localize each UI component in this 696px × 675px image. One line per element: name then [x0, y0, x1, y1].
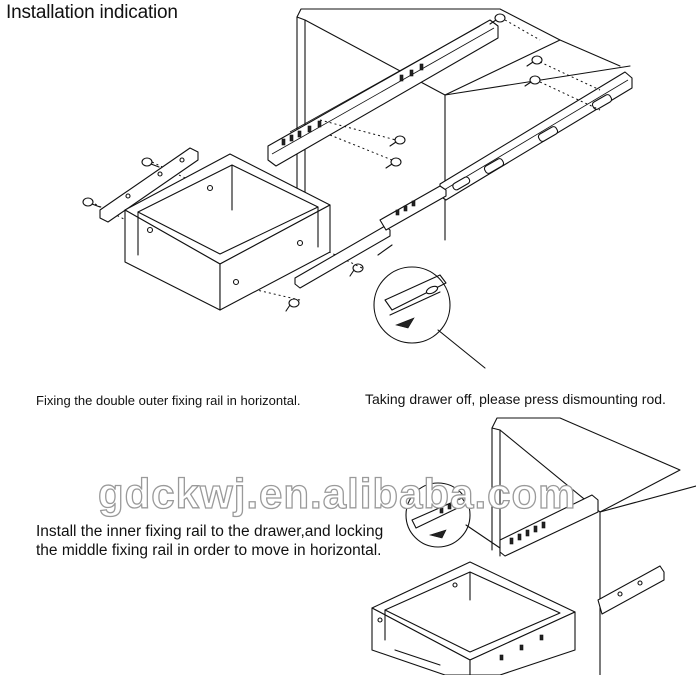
caption-install-inner-rail: Install the inner fixing rail to the dra…	[36, 523, 384, 559]
caption-taking-drawer-off: Taking drawer off, please press dismount…	[365, 391, 666, 407]
screw-icon	[82, 13, 543, 312]
cabinet-frame-bottom	[491, 417, 696, 675]
drawer-inner-rail-right	[294, 185, 447, 289]
drawer-inner-rail-left	[99, 147, 199, 223]
drawer-box	[124, 153, 331, 311]
cabinet-outer-rail-left	[267, 19, 499, 167]
magnifier-circle-icon-bottom	[405, 482, 501, 549]
watermark: gdckwj.en.alibaba.com	[97, 469, 577, 517]
page-title: Installation indication	[6, 2, 178, 23]
cabinet-outer-rail-right	[439, 71, 633, 201]
magnifier-circle-icon	[373, 244, 486, 369]
cabinet-rail-bottom	[499, 494, 665, 615]
drawer-box-bottom	[371, 561, 576, 675]
caption-fixing-outer-rail: Fixing the double outer fixing rail in h…	[36, 393, 301, 408]
